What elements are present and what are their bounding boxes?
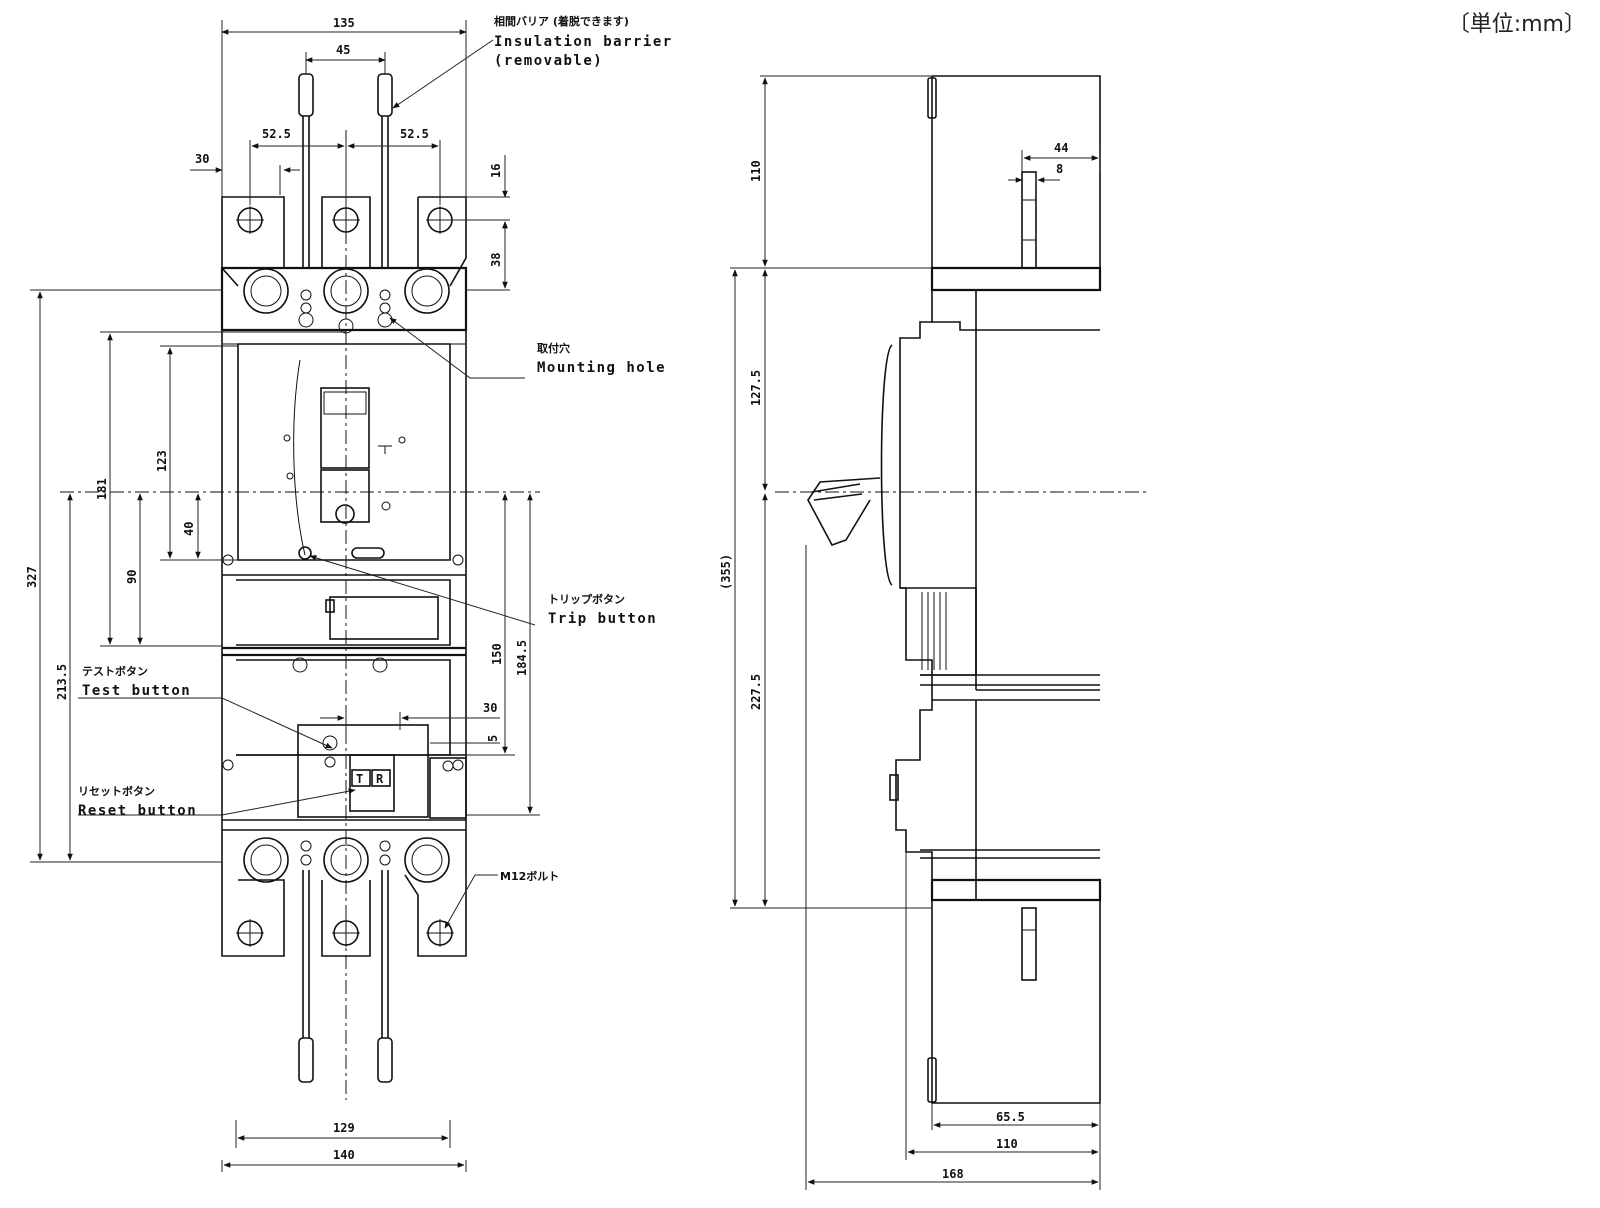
mounting-hole-label-en: Mounting hole bbox=[537, 360, 666, 376]
barrier-label-en-2: (removable) bbox=[494, 53, 603, 69]
front-dimension-lines bbox=[30, 20, 540, 1172]
dim-52-5-left: 52.5 bbox=[262, 127, 291, 141]
test-button-label-en: Test button bbox=[82, 683, 191, 699]
dim-127-5: 127.5 bbox=[749, 370, 763, 406]
test-button-label-jp: テストボタン bbox=[82, 664, 148, 678]
reset-button-label-en: Reset button bbox=[78, 803, 197, 819]
side-body bbox=[880, 266, 1102, 902]
front-dimension-texts: 135 45 52.5 52.5 30 16 38 327 181 123 40… bbox=[25, 16, 529, 1162]
dim-355: (355) bbox=[719, 554, 733, 590]
dim-184-5: 184.5 bbox=[515, 640, 529, 676]
dim-168: 168 bbox=[942, 1167, 964, 1181]
front-view: T R bbox=[25, 14, 673, 1172]
side-terminal-bottom bbox=[927, 900, 1101, 1104]
side-dimension-texts: 110 127.5 (355) 227.5 44 8 65.5 110 168 bbox=[719, 141, 1068, 1181]
barrier-label-en: Insulation barrier bbox=[494, 34, 673, 50]
insulation-barriers-bottom bbox=[298, 870, 393, 1083]
barrier-label-jp: 相間バリア (着脱できます) bbox=[494, 14, 629, 28]
bolt-label: M12ボルト bbox=[500, 869, 559, 883]
mounting-hole-label-jp: 取付穴 bbox=[537, 341, 570, 355]
side-view: 110 127.5 (355) 227.5 44 8 65.5 110 168 bbox=[719, 75, 1150, 1190]
breaker-body bbox=[220, 266, 468, 831]
leakage-unit: T R bbox=[292, 657, 467, 819]
dim-110-horizontal: 110 bbox=[996, 1137, 1018, 1151]
dim-123: 123 bbox=[155, 450, 169, 472]
dim-227-5: 227.5 bbox=[749, 674, 763, 710]
dim-45: 45 bbox=[336, 43, 350, 57]
unit-label: 〔単位:mm〕 bbox=[1447, 12, 1586, 37]
dim-52-5-right: 52.5 bbox=[400, 127, 429, 141]
side-handle bbox=[807, 477, 881, 546]
dim-44: 44 bbox=[1054, 141, 1068, 155]
test-switch-mark: T bbox=[356, 772, 363, 786]
reset-switch-mark: R bbox=[376, 772, 384, 786]
trip-button-label-jp: トリップボタン bbox=[548, 592, 625, 606]
dim-150: 150 bbox=[490, 643, 504, 665]
dim-16: 16 bbox=[489, 164, 503, 178]
trip-button-label-en: Trip button bbox=[548, 611, 657, 627]
side-terminal-top bbox=[927, 75, 1101, 269]
dim-30-top: 30 bbox=[195, 152, 209, 166]
dim-40: 40 bbox=[182, 522, 196, 536]
dim-135: 135 bbox=[333, 16, 355, 30]
dim-327: 327 bbox=[25, 566, 39, 588]
dim-90: 90 bbox=[125, 570, 139, 584]
dim-213-5: 213.5 bbox=[55, 664, 69, 700]
dim-30-mid: 30 bbox=[483, 701, 497, 715]
callout-texts: 相間バリア (着脱できます) Insulation barrier (remov… bbox=[78, 14, 673, 883]
dim-5: 5 bbox=[486, 735, 500, 742]
reset-button-label-jp: リセットボタン bbox=[78, 784, 155, 798]
name-plate-window bbox=[325, 596, 439, 640]
dim-8: 8 bbox=[1056, 162, 1063, 176]
dim-181: 181 bbox=[95, 478, 109, 500]
dim-38: 38 bbox=[489, 253, 503, 267]
callout-leaders bbox=[78, 39, 536, 929]
side-dimension-lines bbox=[730, 75, 1101, 1190]
top-terminals bbox=[221, 196, 467, 328]
dim-110-vertical: 110 bbox=[749, 160, 763, 182]
dim-140: 140 bbox=[333, 1148, 355, 1162]
trip-button-shape bbox=[298, 546, 385, 560]
dim-129: 129 bbox=[333, 1121, 355, 1135]
operating-handle bbox=[283, 387, 406, 524]
bottom-terminals bbox=[221, 830, 467, 957]
dim-65-5: 65.5 bbox=[996, 1110, 1025, 1124]
